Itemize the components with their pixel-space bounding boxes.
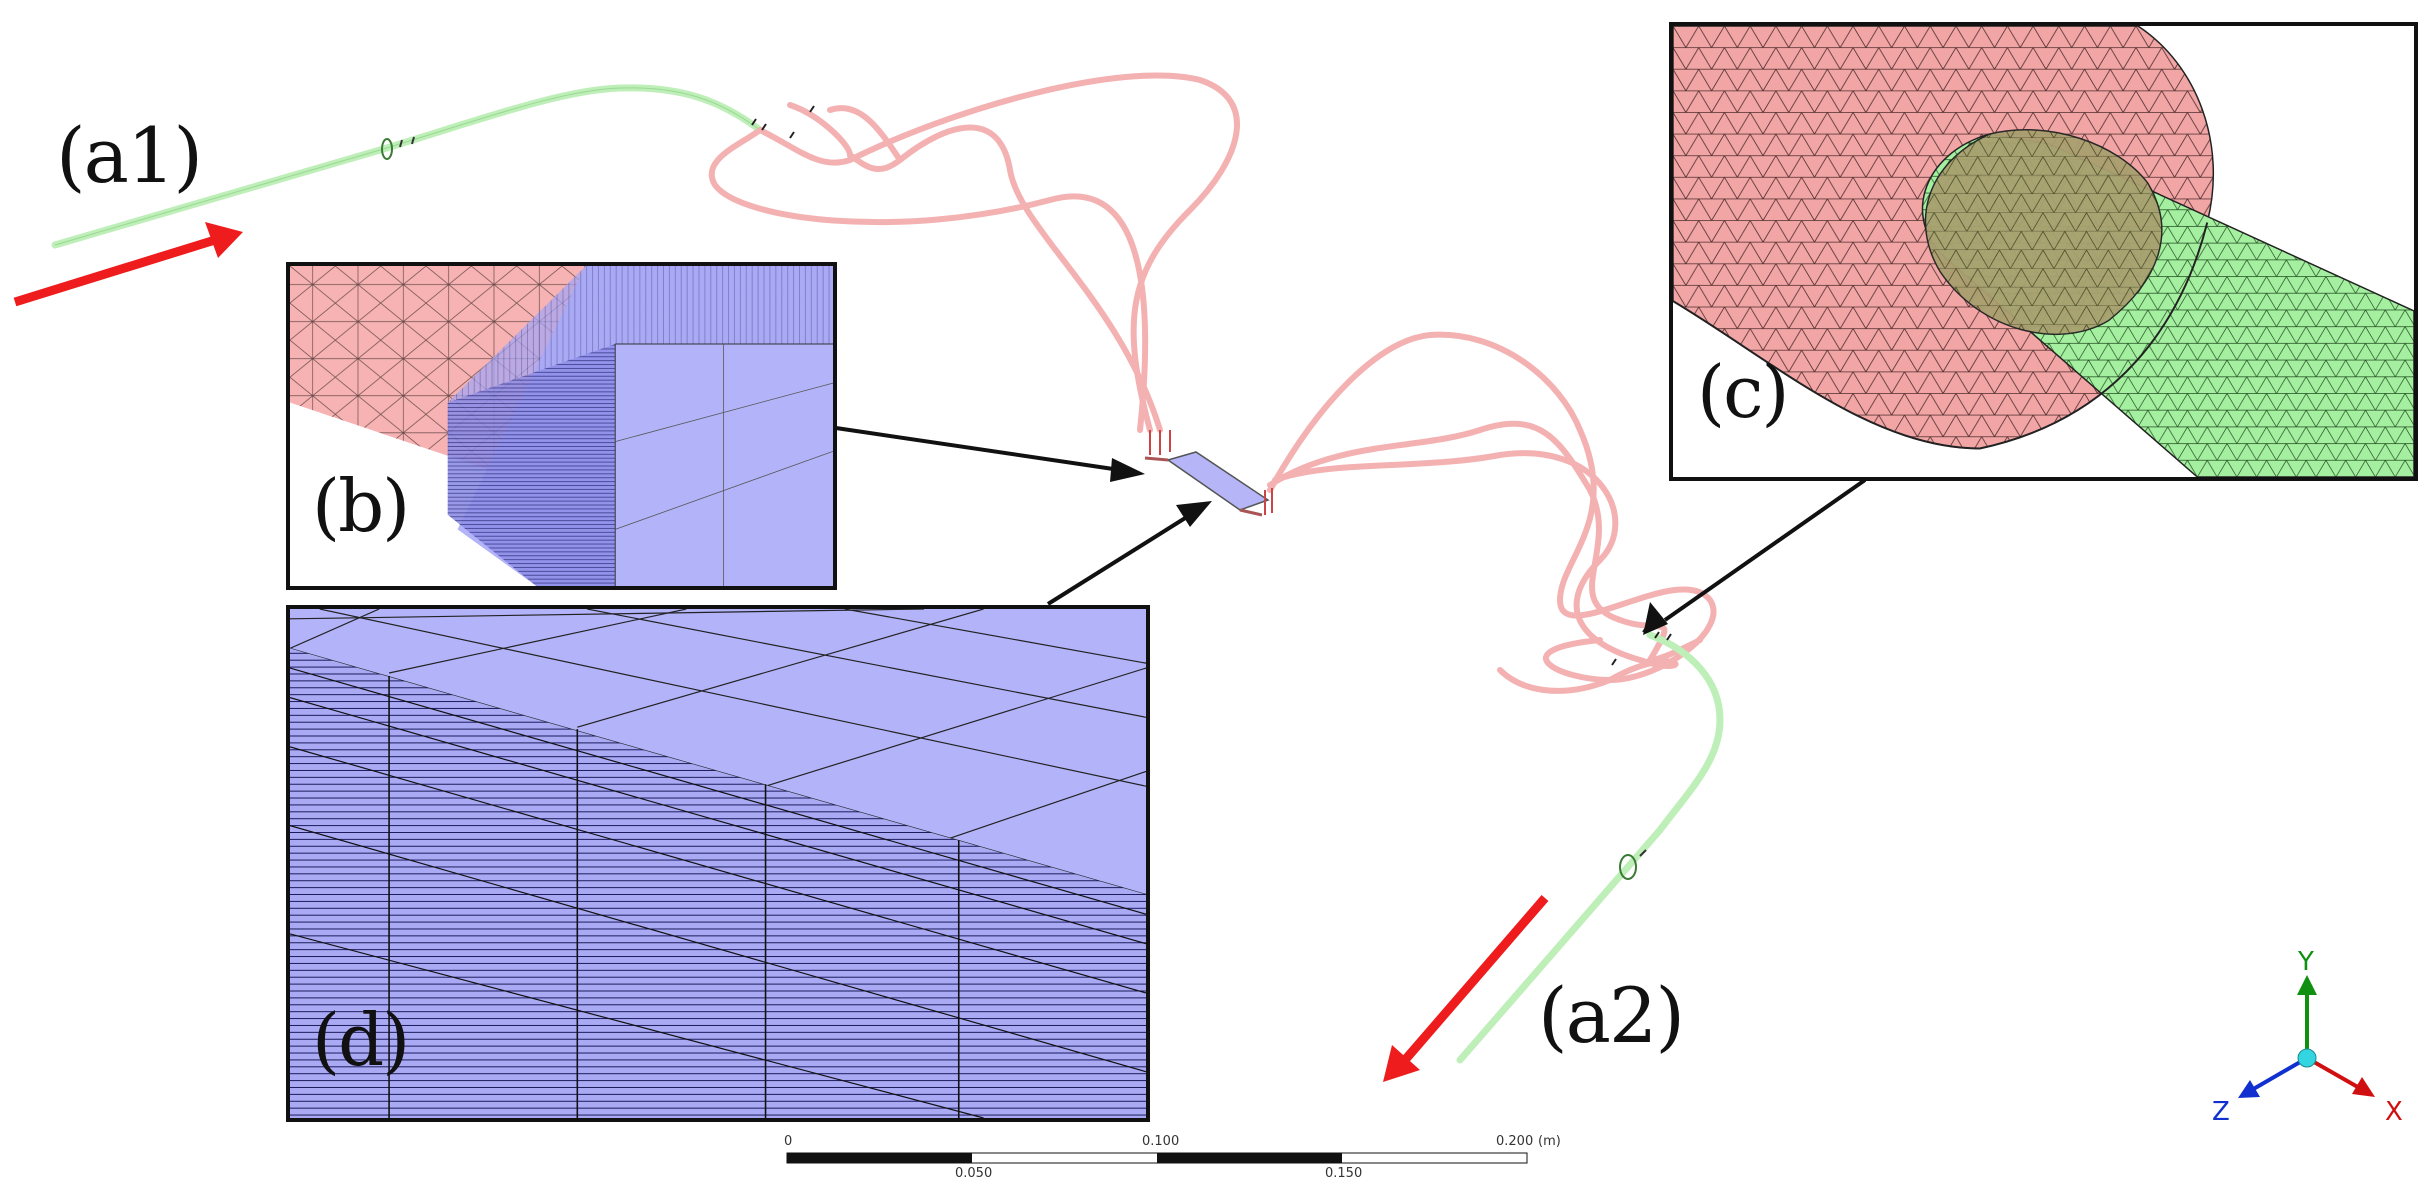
inset-c: (c): [1669, 22, 2418, 481]
label-b: (b): [312, 464, 410, 548]
scale-unit: (m): [1538, 1134, 1561, 1149]
scale-tick-0050: 0.050: [955, 1166, 992, 1181]
inset-d: (d): [286, 605, 1150, 1122]
scale-tick-0150: 0.150: [1325, 1166, 1362, 1181]
scale-bar: 0 0.100 0.200 (m) 0.050 0.150: [784, 1134, 1561, 1181]
outlet-fitting: [1619, 854, 1637, 880]
label-c: (c): [1697, 350, 1790, 434]
axis-triad: Y X Z: [2212, 947, 2403, 1127]
pink-tubing: [709, 72, 1717, 694]
scale-tick-0200: 0.200: [1496, 1134, 1533, 1149]
scale-tick-0100: 0.100: [1142, 1134, 1179, 1149]
outlet-flow-arrow: [1383, 895, 1549, 1082]
label-d: (d): [312, 998, 410, 1082]
callout-arrows: [835, 426, 1867, 635]
label-a1: (a1): [56, 111, 203, 200]
axis-y-label: Y: [2297, 947, 2314, 977]
outlet-tube: [1456, 631, 1724, 1064]
inlet-flow-arrow: [13, 222, 243, 307]
inset-b: (b): [286, 262, 837, 590]
axis-z-label: Z: [2212, 1097, 2230, 1127]
axis-x-label: X: [2385, 1097, 2403, 1127]
label-a2: (a2): [1538, 971, 1685, 1060]
central-channel: [1144, 430, 1273, 517]
inlet-fitting: [381, 138, 393, 160]
scale-tick-0: 0: [784, 1134, 792, 1149]
